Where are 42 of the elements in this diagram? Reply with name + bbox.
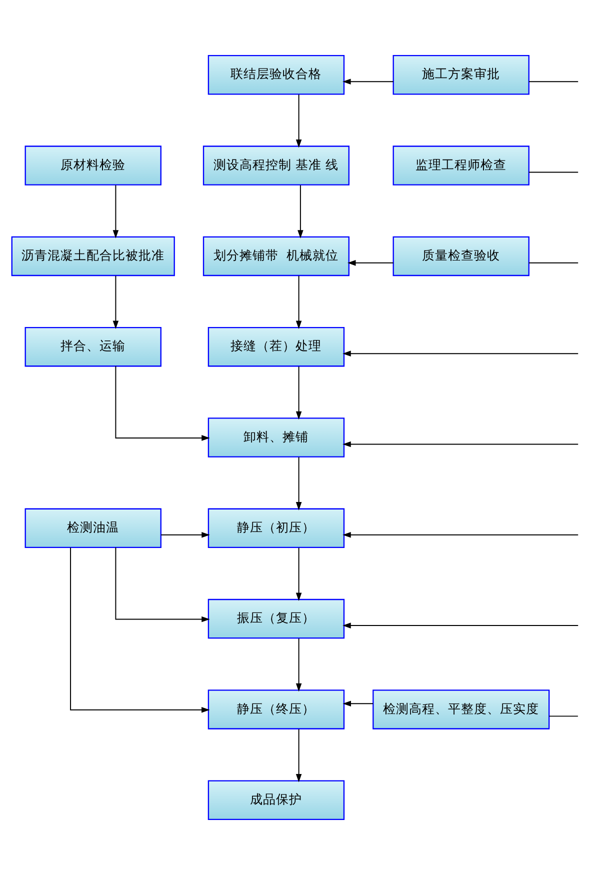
arrow: [296, 456, 302, 510]
node-box: 测设高程控制 基准 线: [202, 145, 350, 185]
arrow: [298, 184, 304, 238]
arrow: [348, 260, 394, 266]
arrow: [70, 546, 210, 712]
arrow: [296, 366, 302, 420]
node-box: 质量检查验收: [392, 236, 530, 276]
node-box: 接缝（茬）处理: [208, 326, 345, 366]
arrow: [342, 350, 579, 356]
arrow: [296, 94, 302, 148]
connector: [528, 171, 579, 172]
node-box: 静压（初压）: [208, 508, 345, 548]
node-box: 检测高程、平整度、压实度: [372, 689, 550, 729]
arrow: [296, 728, 302, 782]
node-box: 静压（终压）: [208, 689, 345, 729]
arrow: [296, 546, 302, 600]
connector: [528, 80, 579, 82]
node-box: 成品保护: [208, 780, 345, 820]
arrow: [342, 78, 394, 84]
node-box: 沥青混凝土配合比被批准: [11, 236, 175, 276]
node-box: 原材料检验: [24, 145, 162, 185]
arrow: [160, 532, 210, 538]
arrow: [112, 184, 119, 238]
node-box: 联结层验收合格: [208, 54, 345, 94]
node-box: 振压（复压）: [208, 598, 345, 638]
arrow: [112, 274, 119, 329]
node-box: 拌合、运输: [24, 326, 162, 366]
arrow: [296, 637, 302, 692]
arrow: [342, 532, 579, 538]
node-box: 施工方案审批: [392, 54, 530, 94]
arrow: [296, 274, 302, 329]
node-box: 卸料、摊铺: [208, 417, 345, 457]
node-box: 划分摊铺带 机械就位: [202, 236, 350, 276]
arrow: [115, 546, 210, 622]
arrow: [342, 440, 579, 447]
connector: [548, 715, 578, 716]
arrow: [342, 700, 374, 706]
arrow: [342, 622, 579, 628]
connector: [528, 262, 579, 263]
node-box: 监理工程师检查: [392, 145, 530, 185]
node-box: 检测油温: [24, 508, 162, 548]
arrow: [115, 365, 210, 440]
